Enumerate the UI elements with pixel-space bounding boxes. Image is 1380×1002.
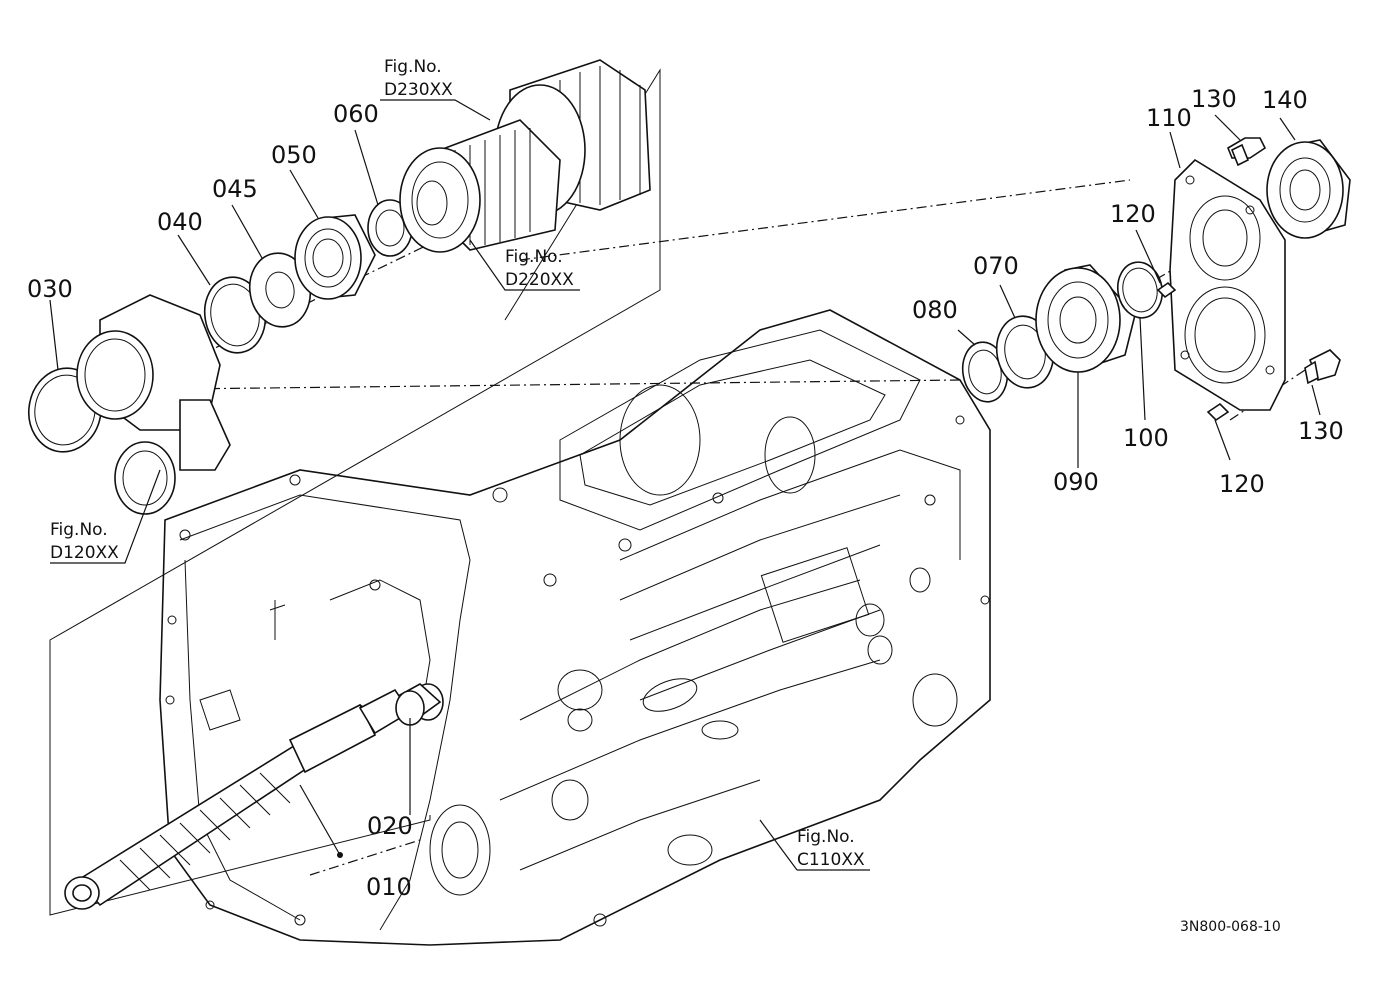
- callout-080: 080: [912, 296, 958, 324]
- callout-120-upper: 120: [1110, 200, 1156, 228]
- figure-ref-d230: Fig.No. D230XX: [384, 57, 453, 100]
- callout-130-lower: 130: [1298, 417, 1344, 445]
- callout-070: 070: [973, 252, 1019, 280]
- callout-100: 100: [1123, 424, 1169, 452]
- figure-ref-d120: Fig.No. D120XX: [50, 520, 119, 563]
- callout-120-lower: 120: [1219, 470, 1265, 498]
- bearing-140: [1266, 139, 1351, 239]
- figure-ref-d220-code: D220XX: [505, 270, 574, 290]
- callout-140: 140: [1262, 86, 1308, 114]
- figure-ref-d220-prefix: Fig.No.: [505, 247, 563, 267]
- callout-020: 020: [367, 812, 413, 840]
- figure-ref-d230-code: D230XX: [384, 80, 453, 100]
- callout-045: 045: [212, 175, 258, 203]
- callout-060: 060: [333, 100, 379, 128]
- callout-040: 040: [157, 208, 203, 236]
- figure-ref-d220: Fig.No. D220XX: [505, 247, 574, 290]
- bolt-130-a: [1227, 137, 1267, 167]
- document-id: 3N800-068-10: [1180, 919, 1281, 935]
- callout-050: 050: [271, 141, 317, 169]
- figure-ref-d120-code: D120XX: [50, 543, 119, 563]
- main-shaft: [64, 688, 412, 910]
- bushing-020: [395, 683, 444, 726]
- pin-120-b: [1206, 402, 1230, 422]
- bearing-050: [294, 214, 376, 300]
- cover-plate-110: [1169, 158, 1286, 411]
- gear-cluster: [399, 59, 651, 253]
- figure-ref-c110-code: C110XX: [797, 850, 865, 870]
- leader-lines: [49, 99, 1321, 871]
- callout-090: 090: [1053, 468, 1099, 496]
- figure-ref-c110: Fig.No. C110XX: [797, 827, 865, 870]
- bolt-130-b: [1304, 349, 1341, 385]
- shim-080: [961, 341, 1009, 403]
- bearing-090: [1035, 264, 1136, 373]
- callout-010: 010: [366, 873, 412, 901]
- bearing-housing: [76, 294, 231, 515]
- washer-045: [248, 252, 312, 328]
- transmission-case: [159, 309, 991, 946]
- figure-ref-d230-prefix: Fig.No.: [384, 57, 442, 77]
- callout-110: 110: [1146, 104, 1192, 132]
- figure-ref-d120-prefix: Fig.No.: [50, 520, 108, 540]
- pin-120-a: [1156, 281, 1177, 299]
- snap-ring-100: [1116, 261, 1164, 319]
- figure-ref-c110-prefix: Fig.No.: [797, 827, 855, 847]
- callout-130-upper: 130: [1191, 85, 1237, 113]
- callout-030: 030: [27, 275, 73, 303]
